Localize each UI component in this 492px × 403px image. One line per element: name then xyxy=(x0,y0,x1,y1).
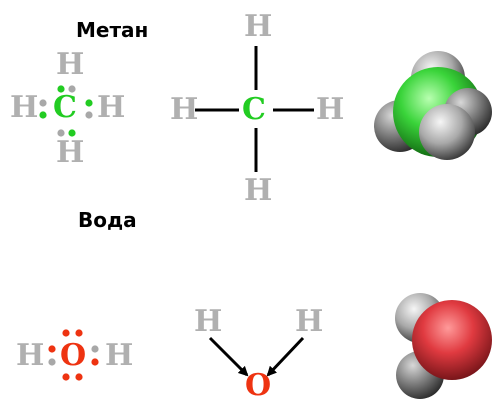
electron-dot xyxy=(39,111,47,119)
electron-dot xyxy=(75,329,83,337)
electron-dot xyxy=(57,85,65,93)
water-title: Вода xyxy=(78,208,137,232)
methane-struct-h-bottom: H xyxy=(244,173,273,208)
water-lewis-h-right: H xyxy=(105,338,134,373)
water-lewis-oxygen: O xyxy=(60,338,87,373)
methane-lewis-carbon: C xyxy=(53,90,77,125)
electron-dot xyxy=(85,99,93,107)
methane-lewis-h-top: H xyxy=(56,47,85,82)
hydrogen-sphere xyxy=(419,104,475,160)
water-struct-h2: H xyxy=(295,304,324,339)
electron-dot xyxy=(62,329,70,337)
electron-dot xyxy=(91,358,99,366)
methane-struct-carbon: C xyxy=(242,92,266,127)
methane-electron-dots xyxy=(39,85,93,137)
water-space-filling-model xyxy=(395,293,492,399)
electron-dot xyxy=(57,129,65,137)
electron-dot xyxy=(85,111,93,119)
water-electron-dots xyxy=(48,329,99,381)
methane-struct-h-left: H xyxy=(170,92,199,127)
water-struct-h1: H xyxy=(194,304,223,339)
methane-struct-h-top: H xyxy=(244,9,273,44)
methane-bonds xyxy=(195,46,314,172)
electron-dot xyxy=(62,373,70,381)
methane-struct-h-right: H xyxy=(316,92,345,127)
electron-dot xyxy=(68,129,76,137)
bond-arrow-left xyxy=(208,336,249,377)
methane-title: Метан xyxy=(76,18,149,42)
electron-dot xyxy=(48,345,56,353)
bond-arrow-right xyxy=(266,336,305,377)
electron-dot xyxy=(68,85,76,93)
water-lewis-h-left: H xyxy=(16,338,45,373)
electron-dot xyxy=(48,358,56,366)
electron-dot xyxy=(39,99,47,107)
methane-lewis-h-right: H xyxy=(97,90,126,125)
electron-dot xyxy=(91,345,99,353)
water-bonds xyxy=(208,336,305,377)
methane-lewis-h-bottom: H xyxy=(56,135,85,170)
electron-dot xyxy=(75,373,83,381)
methane-space-filling-model xyxy=(374,51,492,160)
oxygen-sphere xyxy=(412,300,492,380)
methane-lewis-h-left: H xyxy=(10,90,39,125)
